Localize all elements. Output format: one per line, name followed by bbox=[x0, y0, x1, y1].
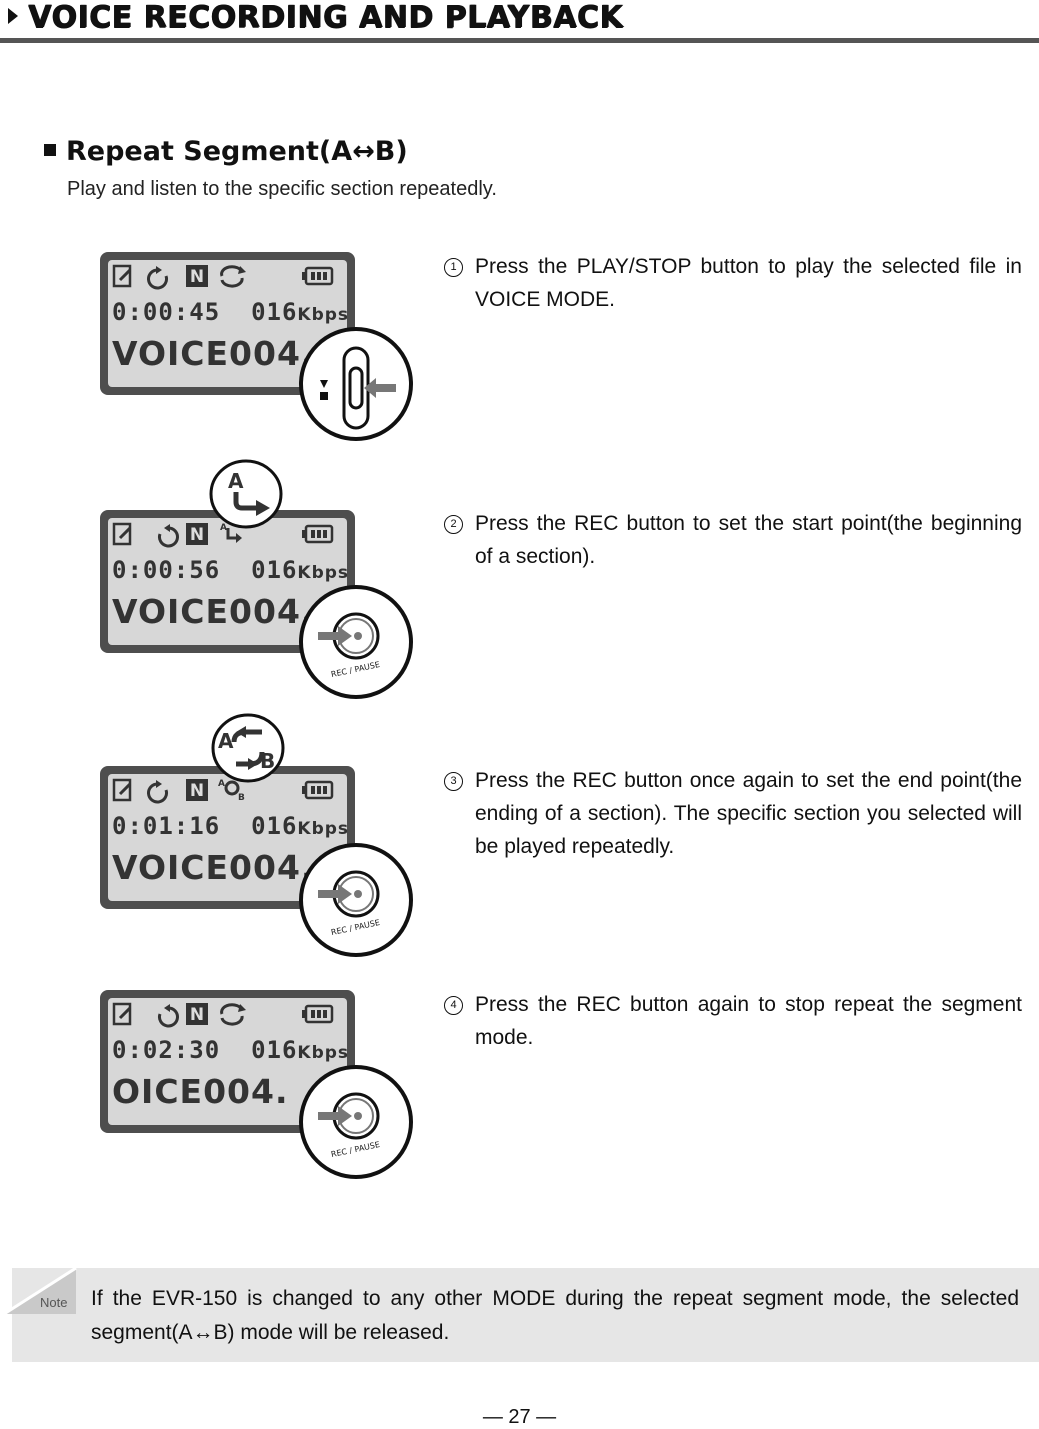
repeat-one-icon bbox=[147, 266, 168, 290]
section-title-text: Repeat Segment(A↔B) bbox=[66, 136, 408, 167]
page-title: VOICE RECORDING AND PLAYBACK bbox=[28, 0, 623, 35]
mode-n-icon: N bbox=[186, 523, 208, 545]
arrow-right-icon bbox=[318, 626, 352, 646]
header-rule bbox=[0, 38, 1039, 43]
page-number: — 27 — bbox=[482, 1406, 557, 1428]
lcd-time: 0:00:45 016Kbps bbox=[112, 298, 350, 326]
lcd-time: 0:01:16 016Kbps bbox=[112, 812, 350, 840]
note-tab-icon bbox=[4, 1268, 77, 1314]
repeat-one-icon bbox=[158, 524, 179, 548]
page-header: VOICE RECORDING AND PLAYBACK bbox=[0, 0, 1039, 46]
voice-file-icon bbox=[112, 264, 132, 288]
voice-file-icon bbox=[112, 522, 132, 546]
lcd-status-icons: N AB bbox=[112, 778, 334, 804]
step-text: Press the REC button to set the start po… bbox=[475, 512, 1022, 568]
lcd-time: 0:02:30 016Kbps bbox=[112, 1036, 350, 1064]
mode-n-icon: N bbox=[186, 1003, 208, 1025]
note-text: If the EVR-150 is changed to any other M… bbox=[91, 1287, 1019, 1344]
arrow-right-icon bbox=[318, 1106, 352, 1126]
repeat-one-icon bbox=[158, 1004, 179, 1028]
triangle-bullet-icon bbox=[8, 8, 18, 24]
repeat-ab-badge: A B bbox=[211, 713, 285, 783]
lcd-status-icons: N bbox=[112, 1002, 334, 1028]
lcd-status-icons: N bbox=[112, 264, 334, 290]
battery-icon bbox=[302, 266, 334, 286]
section-title: Repeat Segment(A↔B) bbox=[44, 136, 408, 167]
mode-n-icon: N bbox=[186, 779, 208, 801]
svg-text:N: N bbox=[190, 1005, 204, 1025]
lcd-time: 0:00:56 016Kbps bbox=[112, 556, 350, 584]
play-stop-button-zoom bbox=[299, 327, 413, 441]
voice-file-icon bbox=[112, 778, 132, 802]
rec-pause-button-zoom: REC / PAUSE bbox=[299, 843, 413, 957]
svg-text:A: A bbox=[228, 469, 244, 493]
note-label: Note bbox=[40, 1295, 68, 1310]
step-number: 3 bbox=[444, 772, 463, 791]
square-bullet-icon bbox=[44, 143, 56, 156]
note-box: Note If the EVR-150 is changed to any ot… bbox=[4, 1268, 1039, 1362]
step-number: 1 bbox=[444, 258, 463, 277]
step-text: Press the PLAY/STOP button to play the s… bbox=[475, 255, 1022, 311]
instruction-step: 1 Press the PLAY/STOP button to play the… bbox=[444, 250, 1022, 316]
svg-text:A: A bbox=[220, 523, 227, 533]
svg-text:N: N bbox=[190, 525, 204, 545]
svg-text:N: N bbox=[190, 267, 204, 287]
arrow-right-icon bbox=[318, 884, 352, 904]
step-number: 2 bbox=[444, 515, 463, 534]
battery-icon bbox=[302, 524, 334, 544]
battery-icon bbox=[302, 780, 334, 800]
instruction-step: 2 Press the REC button to set the start … bbox=[444, 507, 1022, 573]
svg-text:A: A bbox=[218, 779, 225, 789]
step-text: Press the REC button again to stop repea… bbox=[475, 993, 1022, 1049]
section-subtitle: Play and listen to the specific section … bbox=[67, 178, 497, 200]
repeat-one-icon bbox=[147, 780, 168, 804]
lcd-display: N 0:02:30 016Kbps OICE004. M bbox=[100, 990, 359, 1133]
voice-file-icon bbox=[112, 1002, 132, 1026]
step-text: Press the REC button once again to set t… bbox=[475, 769, 1022, 858]
battery-icon bbox=[302, 1004, 334, 1024]
instruction-step: 3 Press the REC button once again to set… bbox=[444, 764, 1022, 863]
repeat-ab-icon: AB bbox=[218, 779, 245, 803]
repeat-all-icon bbox=[220, 1003, 246, 1026]
mode-n-icon: N bbox=[186, 265, 208, 287]
svg-text:A: A bbox=[218, 729, 234, 753]
lcd-status-icons: N A bbox=[112, 522, 334, 548]
step-number: 4 bbox=[444, 996, 463, 1015]
repeat-a-icon: A bbox=[220, 523, 242, 543]
repeat-all-icon bbox=[220, 265, 246, 288]
rec-pause-button-zoom: REC / PAUSE bbox=[299, 585, 413, 699]
svg-text:N: N bbox=[190, 781, 204, 801]
svg-text:B: B bbox=[238, 793, 245, 803]
rec-pause-button-zoom: REC / PAUSE bbox=[299, 1065, 413, 1179]
repeat-a-badge: A bbox=[209, 459, 283, 529]
instruction-step: 4 Press the REC button again to stop rep… bbox=[444, 988, 1022, 1054]
arrow-left-icon bbox=[364, 378, 396, 398]
